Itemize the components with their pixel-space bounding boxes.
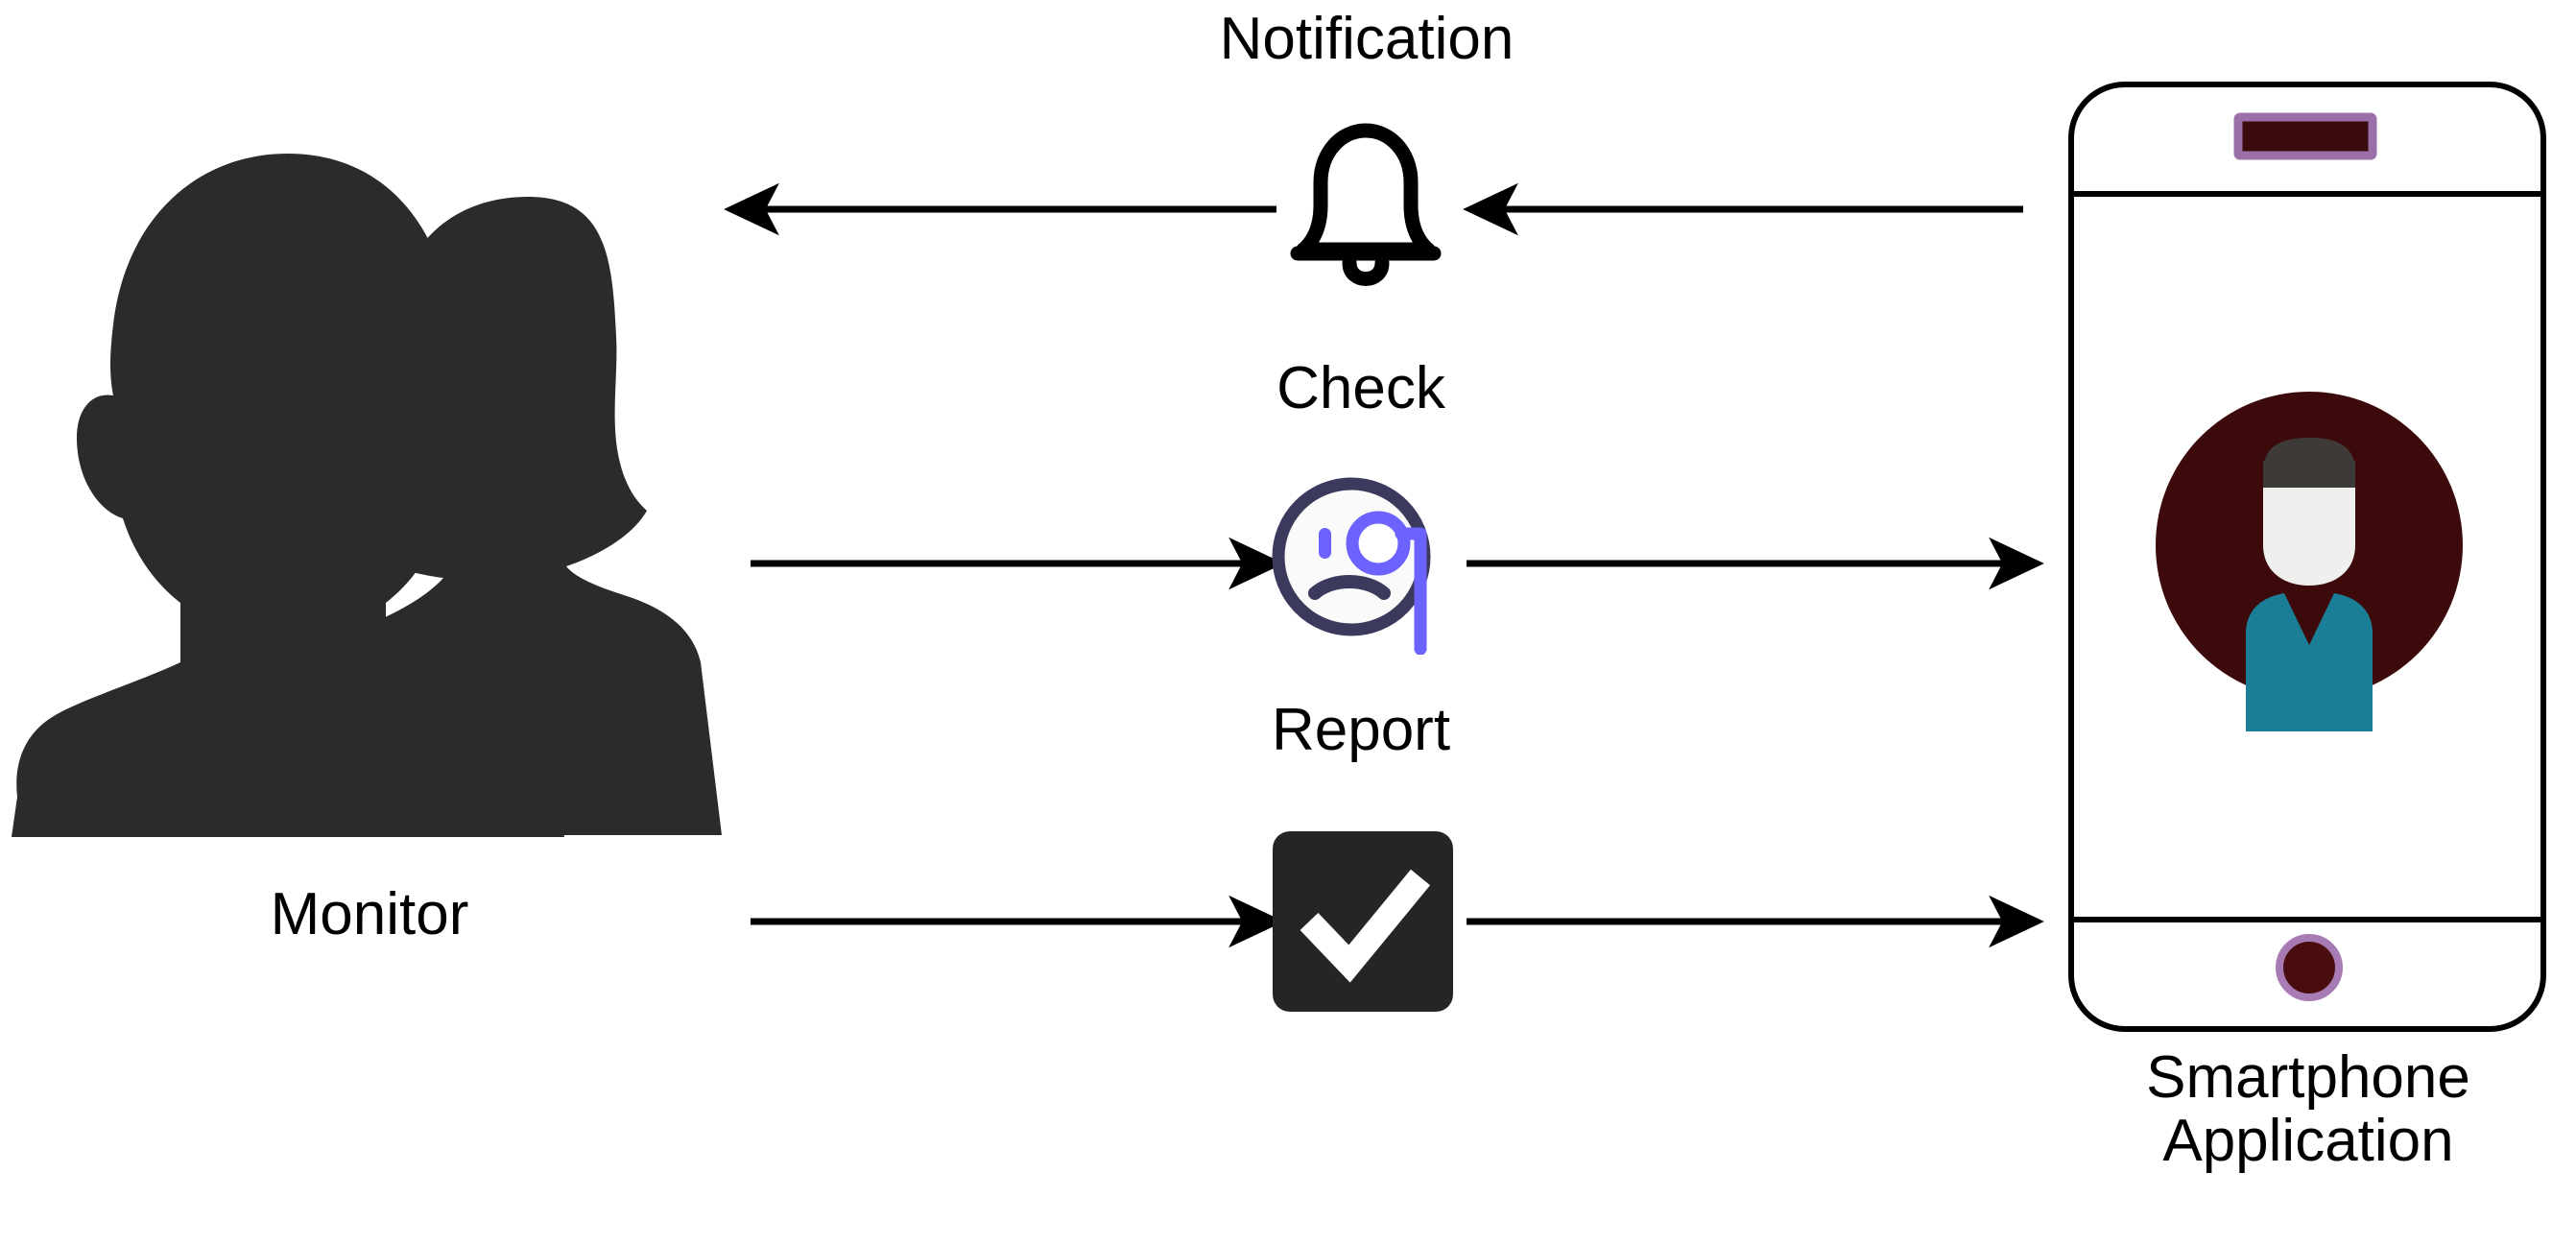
check-icon-wrapper[interactable] [1267, 470, 1459, 656]
bell-icon [1290, 123, 1442, 286]
flow-label-report: Report [1271, 697, 1451, 763]
speaker-grill-icon [2233, 112, 2377, 160]
smartphone-label-line1: Smartphone [2146, 1044, 2470, 1111]
monitor-label: Monitor [270, 881, 469, 947]
face-with-monocle-icon [1272, 477, 1431, 656]
smartphone-device[interactable] [2063, 77, 2553, 1037]
flow-label-check: Check [1276, 355, 1445, 421]
user-avatar-icon[interactable] [2156, 392, 2463, 731]
smartphone-label: Smartphone Application [2146, 1046, 2470, 1172]
smartphone-label-line2: Application [2162, 1107, 2454, 1174]
two-people-silhouette-icon [12, 154, 722, 837]
monitor-actor-group[interactable] [10, 144, 749, 845]
report-icon-wrapper[interactable] [1271, 829, 1455, 1014]
flow-label-notification: Notification [1219, 6, 1515, 72]
check-mark-box-icon [1273, 831, 1453, 1012]
home-button-icon[interactable] [2276, 934, 2343, 1001]
notification-icon-wrapper[interactable] [1265, 123, 1467, 305]
